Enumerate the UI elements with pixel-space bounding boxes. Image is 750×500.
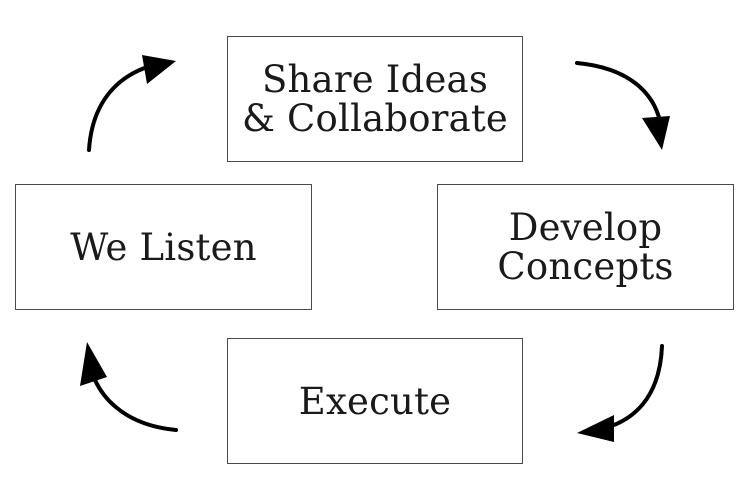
step-develop-concepts-line2: Concepts <box>497 245 674 288</box>
step-develop-concepts-text: Develop Concepts <box>497 208 673 286</box>
step-share-ideas-box: Share Ideas & Collaborate <box>227 36 523 162</box>
step-develop-concepts-box: Develop Concepts <box>437 184 734 310</box>
arrow-top-left-icon <box>87 55 176 152</box>
step-share-ideas-text: Share Ideas & Collaborate <box>242 60 508 138</box>
step-share-ideas-line1: Share Ideas <box>261 58 489 101</box>
step-execute-label: Execute <box>298 379 452 423</box>
step-execute-box: Execute <box>227 338 523 464</box>
step-develop-concepts-line1: Develop <box>508 206 663 249</box>
step-we-listen-label: We Listen <box>70 225 257 269</box>
arrow-top-right-icon <box>575 61 670 150</box>
arrow-bottom-right-icon <box>577 344 664 442</box>
step-we-listen-box: We Listen <box>15 184 312 310</box>
arrow-bottom-left-icon <box>80 342 178 432</box>
step-share-ideas-line2: & Collaborate <box>241 97 509 140</box>
